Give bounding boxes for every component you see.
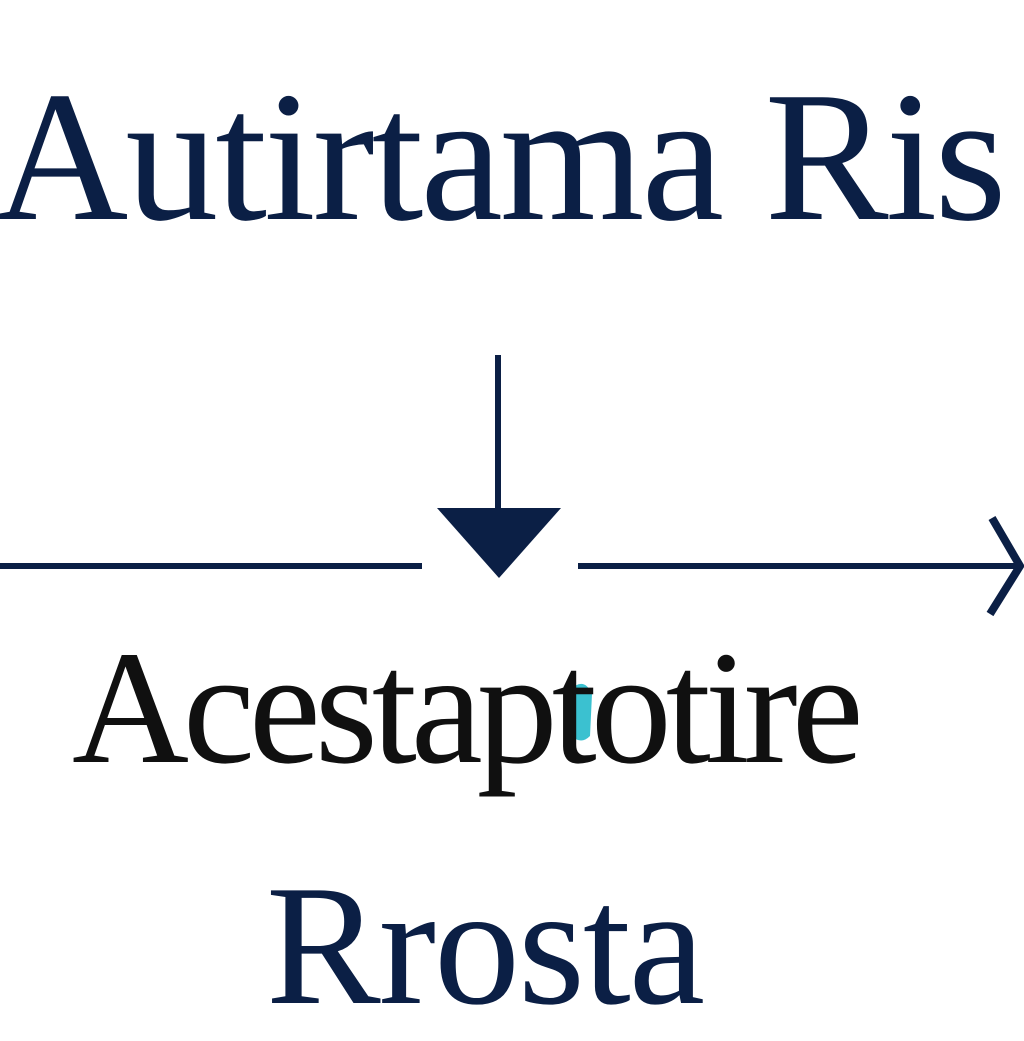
accent-fragment (570, 683, 592, 741)
diagram-title: Autirtama Ris (0, 54, 1007, 260)
diagram-middle-label: Acestaptotire (72, 619, 864, 798)
arrow-down-icon (437, 355, 561, 578)
arrow-right-icon (578, 515, 1024, 617)
diagram-bottom-label: Rrosta (266, 851, 705, 1041)
